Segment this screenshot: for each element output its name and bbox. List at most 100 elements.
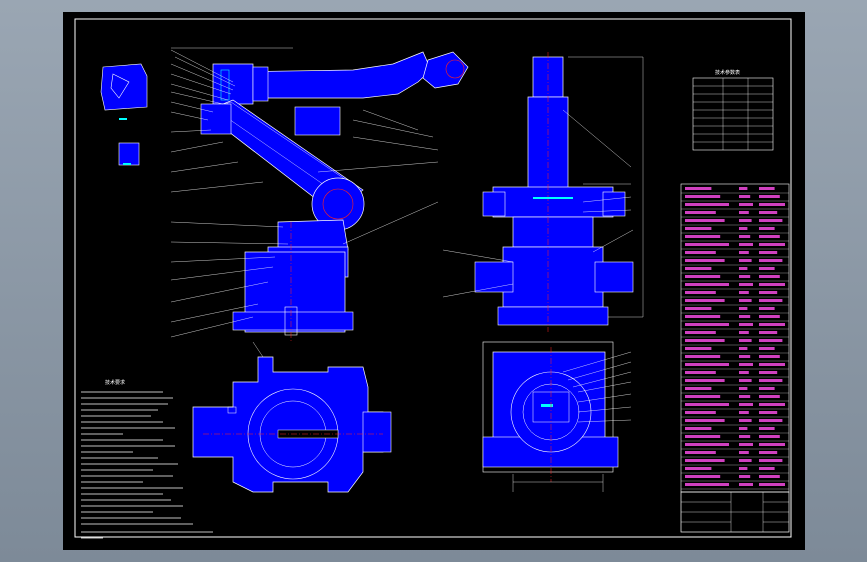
bom-row-stroke xyxy=(759,427,775,430)
bom-row-stroke xyxy=(759,219,783,222)
parameter-table: 技术参数表 xyxy=(692,69,774,151)
bom-row-stroke xyxy=(739,371,749,374)
bom-row-stroke xyxy=(759,307,775,310)
arm-front-view xyxy=(100,47,469,342)
bom-row-stroke xyxy=(739,315,751,318)
bom-row-stroke xyxy=(759,355,780,358)
bom-row-stroke xyxy=(759,259,783,262)
bom-row-stroke xyxy=(739,467,748,470)
bom-row-stroke xyxy=(685,371,716,374)
bom-row-stroke xyxy=(685,387,712,390)
technical-requirements: 技术要求 xyxy=(81,379,213,539)
bom-row-stroke xyxy=(759,275,780,278)
bom-row-stroke xyxy=(739,411,749,414)
bom-row-stroke xyxy=(685,291,716,294)
bom-row-stroke xyxy=(759,403,785,406)
bom-row-stroke xyxy=(759,291,778,294)
bom-row-stroke xyxy=(759,235,780,238)
bom-row-stroke xyxy=(685,307,712,310)
bom-row-stroke xyxy=(685,187,712,190)
bom-row-stroke xyxy=(759,243,785,246)
bom-row-stroke xyxy=(759,451,778,454)
bom-row-stroke xyxy=(685,483,729,486)
drawing-border xyxy=(74,18,792,538)
bom-row-stroke xyxy=(739,451,749,454)
bom-row-stroke xyxy=(759,363,785,366)
bom-row-stroke xyxy=(759,467,775,470)
bom-row-stroke xyxy=(739,243,753,246)
bom-row-stroke xyxy=(739,387,748,390)
bom-row-stroke xyxy=(685,379,725,382)
cad-drawing: 技术要求 技术参数 xyxy=(74,18,792,539)
bom-row-stroke xyxy=(759,331,778,334)
bom-row-stroke xyxy=(739,291,749,294)
bom-row-stroke xyxy=(759,339,783,342)
bom-row-stroke xyxy=(759,411,778,414)
bom-row-stroke xyxy=(685,235,721,238)
bom-row-stroke xyxy=(759,283,785,286)
drawing-sheet[interactable]: 技术要求 技术参数 xyxy=(63,12,805,550)
bom-row-stroke xyxy=(685,395,721,398)
bom-row-stroke xyxy=(739,435,751,438)
bom-row-stroke xyxy=(739,395,751,398)
bom-row-stroke xyxy=(739,403,753,406)
bom-row-stroke xyxy=(685,459,725,462)
bom-row-stroke xyxy=(685,227,712,230)
bom-row-stroke xyxy=(685,355,721,358)
bom-row-stroke xyxy=(739,219,752,222)
bom-row-stroke xyxy=(685,451,716,454)
bom-row-stroke xyxy=(685,275,721,278)
bom-row-stroke xyxy=(739,203,753,206)
bom-row-stroke xyxy=(685,467,712,470)
bom-row-stroke xyxy=(685,243,729,246)
bom-row-stroke xyxy=(739,235,751,238)
bom-row-stroke xyxy=(739,211,749,214)
bom-row-stroke xyxy=(739,379,752,382)
bom-row-stroke xyxy=(759,347,775,350)
bom-row-stroke xyxy=(759,387,775,390)
bom-row-stroke xyxy=(739,347,748,350)
bom-row-stroke xyxy=(739,195,751,198)
bom-row-stroke xyxy=(685,195,721,198)
bom-row-stroke xyxy=(739,299,752,302)
bom-row-stroke xyxy=(685,251,716,254)
bom-row-stroke xyxy=(759,475,780,478)
base-top-view xyxy=(192,341,392,493)
bom-row-stroke xyxy=(685,339,725,342)
bom-row-stroke xyxy=(739,331,749,334)
bom-row-stroke xyxy=(759,187,775,190)
bom-row-stroke xyxy=(759,315,780,318)
bom-row-stroke xyxy=(685,299,725,302)
bom-row-stroke xyxy=(739,363,753,366)
title-block xyxy=(680,491,790,533)
bom-row-stroke xyxy=(739,339,752,342)
tech-req-title: 技术要求 xyxy=(105,379,125,386)
bom-row-stroke xyxy=(739,275,751,278)
base-bottom-view xyxy=(482,341,632,492)
bom-row-stroke xyxy=(759,211,778,214)
bom-row-stroke xyxy=(759,483,785,486)
bom-row-stroke xyxy=(685,403,729,406)
bom-row-stroke xyxy=(685,259,725,262)
bom-row-stroke xyxy=(685,363,729,366)
bom-row-stroke xyxy=(739,283,753,286)
bom-row-stroke xyxy=(759,443,785,446)
bom-row-stroke xyxy=(759,435,780,438)
bom-row-stroke xyxy=(685,427,712,430)
bom-row-stroke xyxy=(739,483,753,486)
bom-row-stroke xyxy=(685,331,716,334)
bom-row-stroke xyxy=(759,459,783,462)
bom-row-stroke xyxy=(685,267,712,270)
bom-row-stroke xyxy=(739,307,748,310)
bom-row-stroke xyxy=(759,203,785,206)
bom-row-stroke xyxy=(759,419,783,422)
bom-row-stroke xyxy=(739,459,752,462)
bom-row-stroke xyxy=(685,283,729,286)
bom-row-stroke xyxy=(759,267,775,270)
bom-row-stroke xyxy=(685,219,725,222)
bom-row-stroke xyxy=(739,475,751,478)
bom-row-stroke xyxy=(759,379,783,382)
bom-row-stroke xyxy=(739,251,749,254)
bom-row-stroke xyxy=(685,443,729,446)
